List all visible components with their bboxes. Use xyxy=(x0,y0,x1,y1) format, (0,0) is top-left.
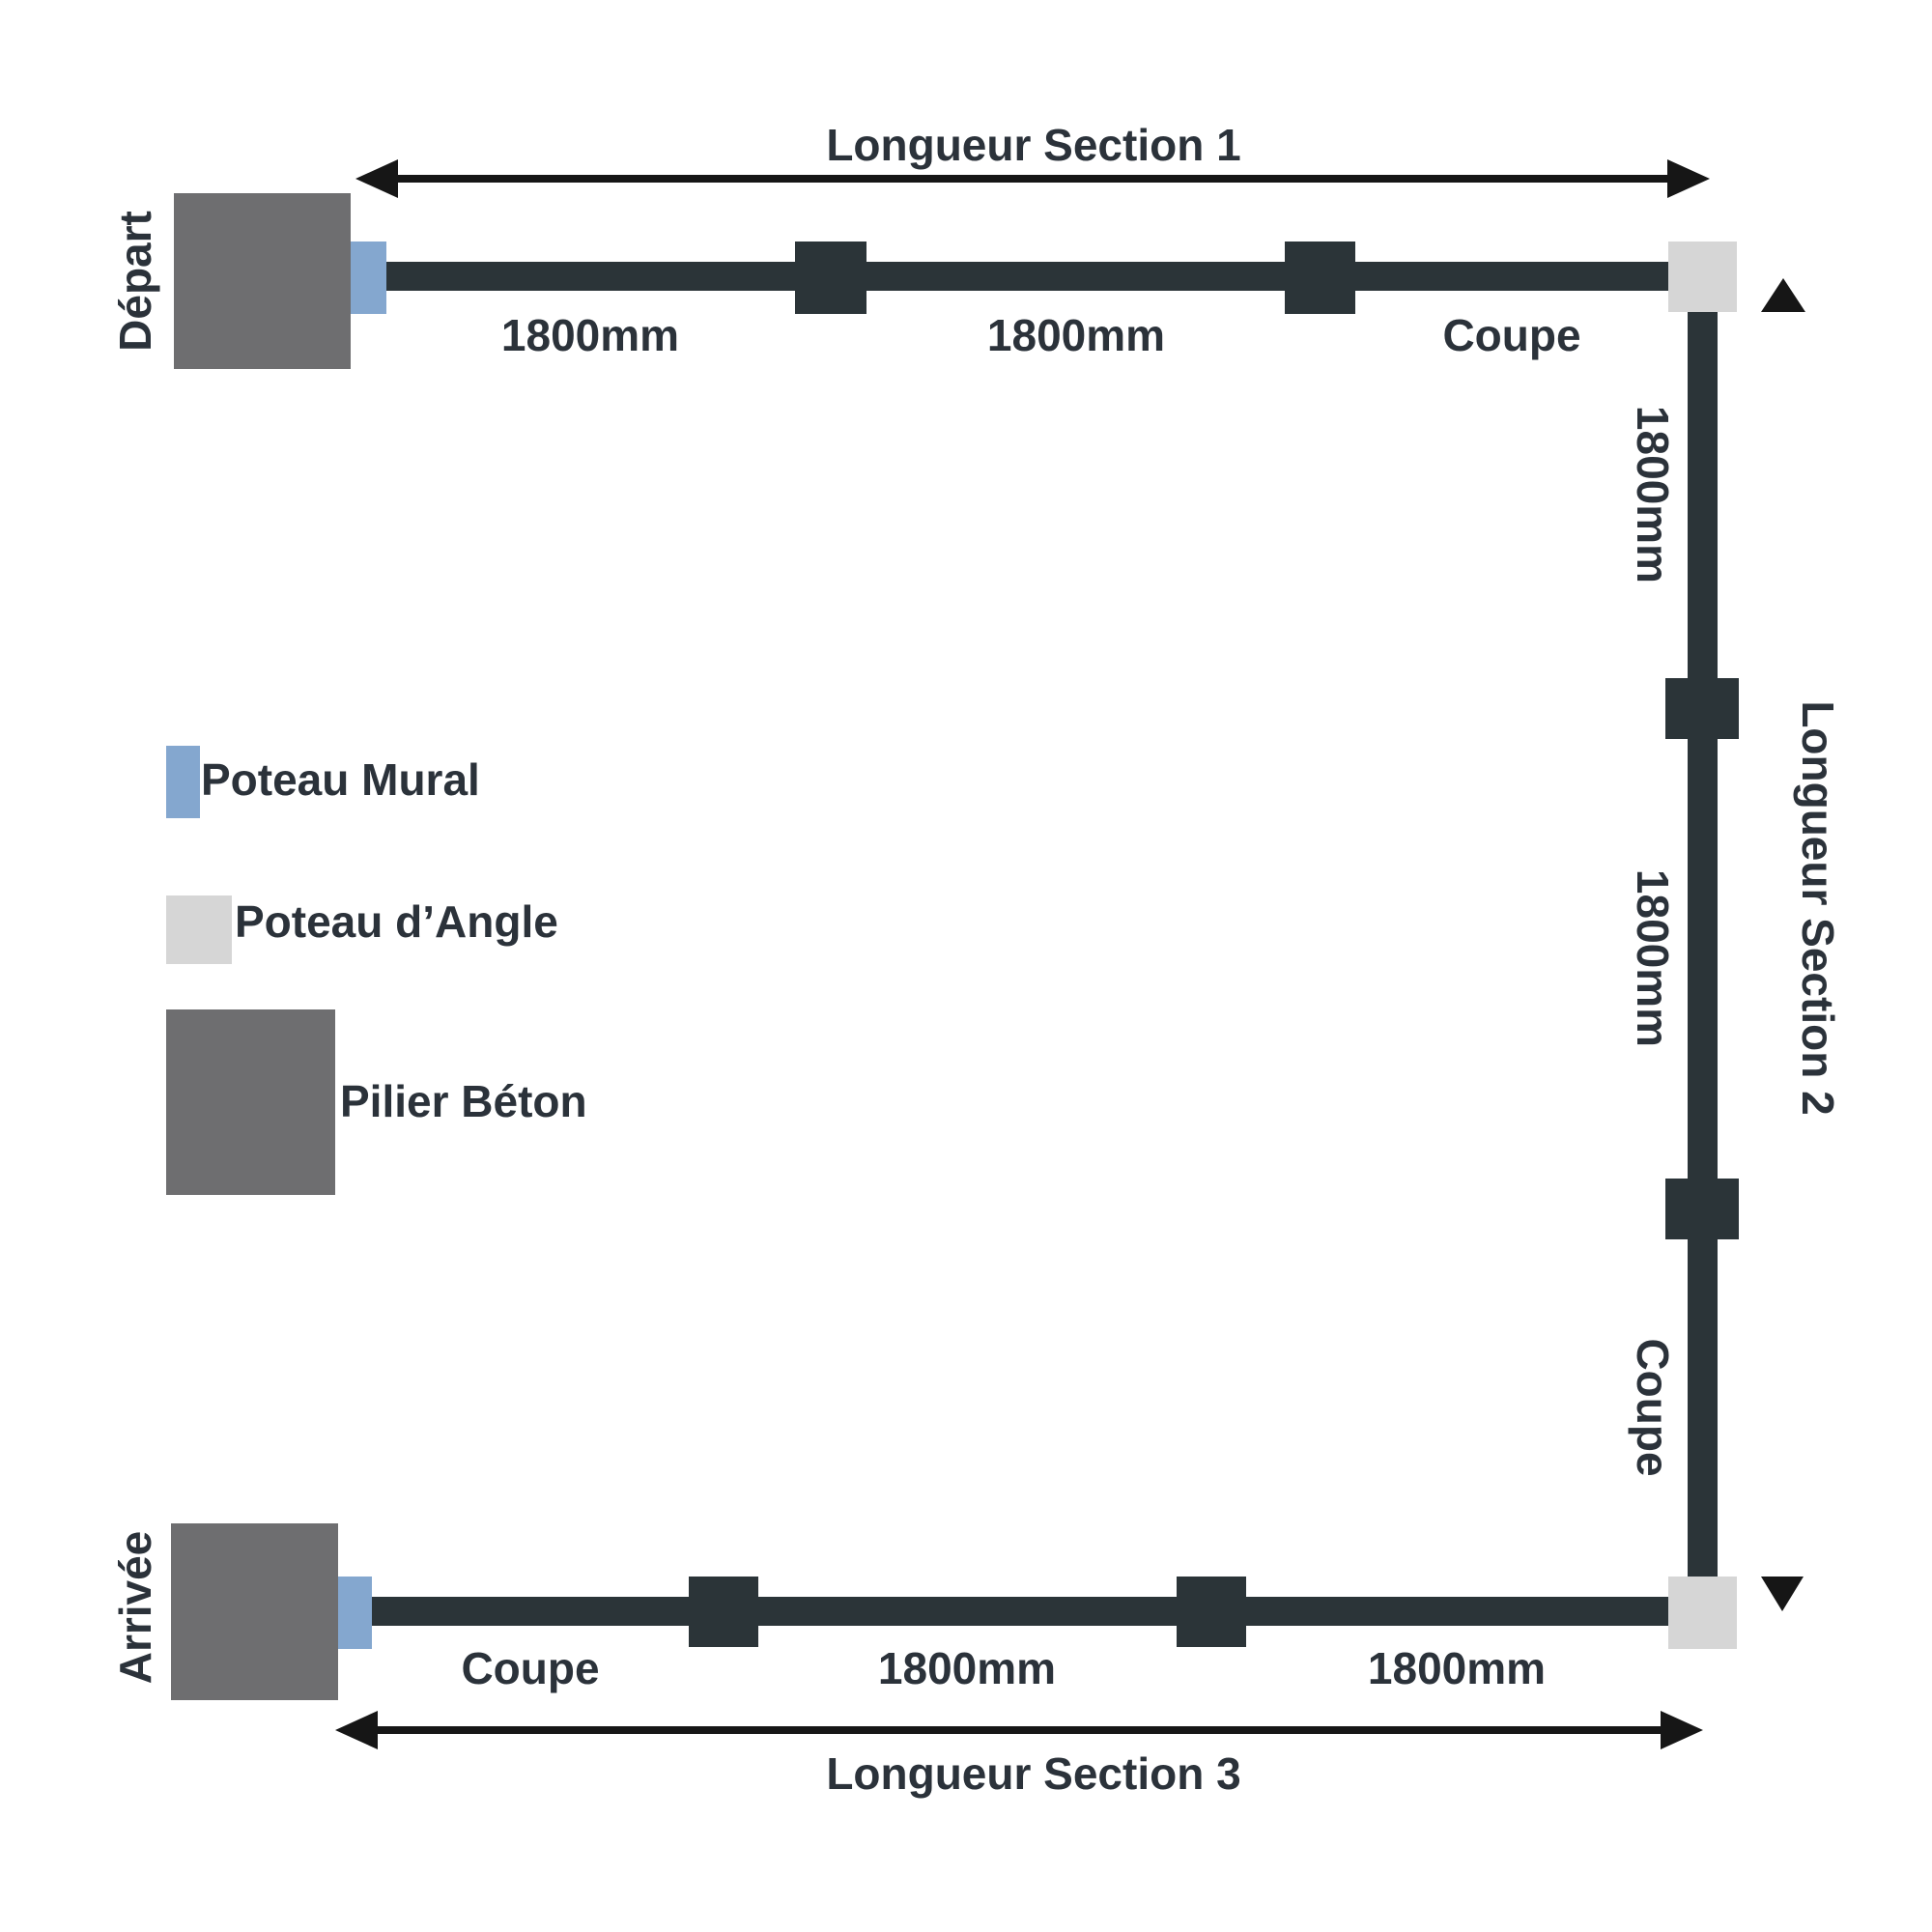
arrow-left-icon xyxy=(335,1711,378,1749)
segment-label: Coupe xyxy=(1442,310,1581,360)
triangle-up-icon xyxy=(1761,278,1805,312)
concrete-pillar-end xyxy=(171,1523,338,1700)
segment-label: 1800mm xyxy=(986,310,1166,360)
legend-label: Poteau Mural xyxy=(201,754,480,805)
arrow-shaft xyxy=(372,1726,1662,1734)
arrow-left-icon xyxy=(355,159,398,198)
fence-post xyxy=(1285,242,1355,314)
fence-post xyxy=(1665,1179,1739,1239)
corner-post-top xyxy=(1668,242,1737,312)
segment-label: 1800mm xyxy=(877,1643,1057,1693)
wall-post-end xyxy=(338,1577,372,1649)
fence-post xyxy=(1665,678,1739,739)
arrow-shaft xyxy=(392,175,1673,183)
end-label: Arrivée xyxy=(110,1530,160,1685)
wall-post-start xyxy=(351,242,386,314)
fence-post xyxy=(1177,1577,1246,1647)
section3-rail xyxy=(372,1597,1668,1626)
arrow-right-icon xyxy=(1667,159,1710,198)
segment-label: 1800mm xyxy=(1628,405,1678,584)
section3-title: Longueur Section 3 xyxy=(826,1748,1241,1799)
legend-label: Pilier Béton xyxy=(340,1076,587,1126)
segment-label: 1800mm xyxy=(1628,868,1678,1048)
wall-post-swatch xyxy=(166,746,200,818)
section2-rail xyxy=(1688,312,1718,1577)
concrete-pillar-start xyxy=(174,193,351,369)
segment-label: Coupe xyxy=(1628,1338,1678,1477)
section1-title: Longueur Section 1 xyxy=(826,120,1241,170)
segment-label: 1800mm xyxy=(500,310,680,360)
fence-post xyxy=(689,1577,758,1647)
section2-title: Longueur Section 2 xyxy=(1793,700,1843,1116)
concrete-pillar-swatch xyxy=(166,1009,335,1195)
triangle-down-icon xyxy=(1761,1577,1804,1611)
fence-post xyxy=(795,242,867,314)
section1-rail xyxy=(386,262,1668,291)
legend-label: Poteau d’Angle xyxy=(235,896,558,947)
arrow-right-icon xyxy=(1661,1711,1703,1749)
segment-label: 1800mm xyxy=(1367,1643,1547,1693)
corner-post-bottom xyxy=(1668,1577,1737,1649)
corner-post-swatch xyxy=(166,895,232,964)
start-label: Départ xyxy=(110,211,160,352)
segment-label: Coupe xyxy=(461,1643,600,1693)
